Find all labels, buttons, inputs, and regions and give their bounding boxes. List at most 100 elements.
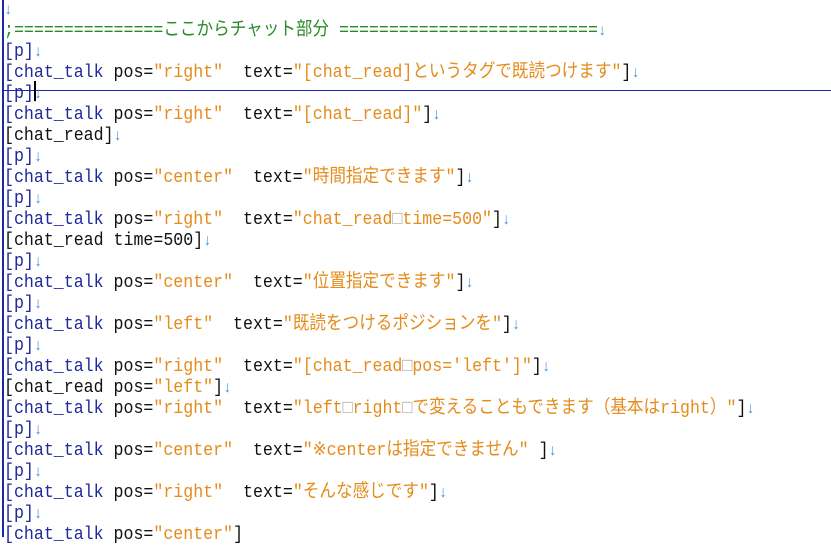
newline-mark-icon: ↓ bbox=[4, 1, 13, 20]
tag-token: [chat_talk bbox=[4, 523, 104, 545]
attribute-token: ] bbox=[455, 271, 466, 293]
attribute-token: text= bbox=[223, 208, 293, 230]
code-line[interactable]: [chat_talk pos="right" text="chat_read□t… bbox=[4, 207, 510, 231]
newline-mark-icon: ↓ bbox=[33, 337, 43, 356]
left-margin-line bbox=[2, 0, 4, 537]
fullwidth-space-marker: □ bbox=[402, 397, 413, 419]
string-value-token: "center" bbox=[153, 523, 234, 545]
code-line[interactable]: [chat_talk pos="right" text="[chat_read]… bbox=[4, 60, 640, 84]
string-value-token: pos='left']" bbox=[412, 355, 532, 377]
string-value-token: right bbox=[352, 397, 403, 419]
newline-mark-icon: ↓ bbox=[465, 274, 474, 293]
tag-token: [p] bbox=[4, 502, 34, 524]
tag-token: [p] bbox=[4, 250, 34, 272]
code-line[interactable]: ;===============ここからチャット部分 =============… bbox=[4, 18, 606, 42]
code-line[interactable]: [p]↓ bbox=[4, 333, 42, 357]
code-line[interactable]: [p]↓ bbox=[4, 144, 42, 168]
code-line[interactable]: [p]↓ bbox=[4, 249, 42, 273]
newline-mark-icon: ↓ bbox=[597, 22, 607, 41]
code-line[interactable]: [chat_talk pos="center" text="※centerは指定… bbox=[4, 438, 557, 462]
tag-token: [chat_talk bbox=[4, 439, 104, 461]
code-line[interactable]: [chat_talk pos="center"] bbox=[4, 522, 243, 546]
newline-mark-icon: ↓ bbox=[511, 316, 521, 335]
newline-mark-icon: ↓ bbox=[33, 85, 43, 104]
code-line[interactable]: [p]↓ bbox=[4, 81, 42, 105]
tag-token: [chat_talk bbox=[4, 355, 104, 377]
code-line[interactable]: [chat_talk pos="center" text="時間指定できます"]… bbox=[4, 165, 474, 189]
attribute-token: text= bbox=[233, 271, 303, 293]
attribute-token: text= bbox=[223, 481, 293, 503]
comment-token: ;===============ここからチャット部分 =============… bbox=[4, 19, 598, 41]
code-line[interactable]: [p]↓ bbox=[4, 417, 42, 441]
code-line[interactable]: [chat_talk pos="right" text="[chat_read□… bbox=[4, 354, 550, 378]
code-line[interactable]: [p]↓ bbox=[4, 501, 42, 525]
attribute-token: pos= bbox=[103, 166, 154, 188]
newline-mark-icon: ↓ bbox=[33, 505, 43, 524]
newline-mark-icon: ↓ bbox=[432, 106, 441, 125]
string-value-token: "既読をつけるポジションを" bbox=[282, 313, 502, 335]
code-line[interactable]: [chat_read]↓ bbox=[4, 123, 122, 147]
attribute-token: ] bbox=[501, 313, 512, 335]
code-line[interactable]: ↓ bbox=[4, 0, 12, 21]
attribute-token: ] bbox=[621, 61, 632, 83]
code-line[interactable]: [chat_talk pos="right" text="left□right□… bbox=[4, 396, 755, 420]
newline-mark-icon: ↓ bbox=[33, 463, 43, 482]
string-value-token: "※centerは指定できません" bbox=[302, 439, 529, 461]
tag-token: [p] bbox=[4, 334, 34, 356]
code-line[interactable]: [p]↓ bbox=[4, 39, 42, 63]
attribute-token: text= bbox=[223, 61, 293, 83]
attribute-token: pos= bbox=[103, 397, 154, 419]
tag-token: [p] bbox=[4, 40, 34, 62]
code-line[interactable]: [chat_talk pos="right" text="[chat_read]… bbox=[4, 102, 441, 126]
tag-token: [p] bbox=[4, 292, 34, 314]
code-line[interactable]: [chat_talk pos="center" text="位置指定できます"]… bbox=[4, 270, 474, 294]
string-value-token: "[chat_read]" bbox=[292, 103, 423, 125]
newline-mark-icon: ↓ bbox=[501, 211, 511, 230]
string-value-token: "そんな感じです" bbox=[292, 481, 429, 503]
code-line[interactable]: [chat_talk pos="left" text="既読をつけるポジションを… bbox=[4, 312, 520, 336]
code-line[interactable]: [p]↓ bbox=[4, 459, 42, 483]
code-line[interactable]: [chat_read time=500]↓ bbox=[4, 228, 212, 252]
attribute-token: ] bbox=[528, 439, 549, 461]
string-value-token: "right" bbox=[153, 481, 224, 503]
newline-mark-icon: ↓ bbox=[33, 421, 43, 440]
attribute-token: ] bbox=[455, 166, 466, 188]
newline-mark-icon: ↓ bbox=[113, 127, 122, 146]
newline-mark-icon: ↓ bbox=[438, 484, 448, 503]
code-line[interactable]: [p]↓ bbox=[4, 186, 42, 210]
text-cursor bbox=[33, 81, 36, 102]
attribute-token: text= bbox=[213, 313, 283, 335]
attribute-token: ] bbox=[422, 103, 433, 125]
attribute-token: pos= bbox=[103, 481, 154, 503]
tag-token: [chat_talk bbox=[4, 481, 104, 503]
string-value-token: "right" bbox=[153, 397, 224, 419]
attribute-token: pos= bbox=[103, 271, 154, 293]
newline-mark-icon: ↓ bbox=[223, 379, 232, 398]
tag-token: [chat_talk bbox=[4, 208, 104, 230]
newline-mark-icon: ↓ bbox=[541, 358, 551, 377]
newline-mark-icon: ↓ bbox=[33, 253, 43, 272]
tag-token: [chat_talk bbox=[4, 397, 104, 419]
attribute-token: text= bbox=[223, 103, 293, 125]
tag-token: [chat_talk bbox=[4, 61, 104, 83]
attribute-token: pos= bbox=[103, 61, 154, 83]
newline-mark-icon: ↓ bbox=[33, 190, 43, 209]
newline-mark-icon: ↓ bbox=[746, 400, 755, 419]
attribute-token: ] bbox=[428, 481, 439, 503]
string-value-token: "left bbox=[292, 397, 343, 419]
string-value-token: "left" bbox=[153, 376, 214, 398]
tag-token: ] bbox=[213, 376, 224, 398]
tag-token: [chat_read time=500] bbox=[4, 229, 204, 251]
string-value-token: time=500" bbox=[402, 208, 493, 230]
attribute-token: text= bbox=[233, 439, 303, 461]
attribute-token: pos= bbox=[103, 355, 154, 377]
code-line[interactable]: [chat_read pos="left"]↓ bbox=[4, 375, 232, 399]
code-line[interactable]: [chat_talk pos="right" text="そんな感じです"]↓ bbox=[4, 480, 447, 504]
newline-mark-icon: ↓ bbox=[465, 169, 474, 188]
newline-mark-icon: ↓ bbox=[631, 64, 640, 83]
code-line[interactable]: [p]↓ bbox=[4, 291, 42, 315]
tag-token: [p] bbox=[4, 82, 34, 104]
tag-token: [p] bbox=[4, 145, 34, 167]
attribute-token: ] bbox=[736, 397, 747, 419]
